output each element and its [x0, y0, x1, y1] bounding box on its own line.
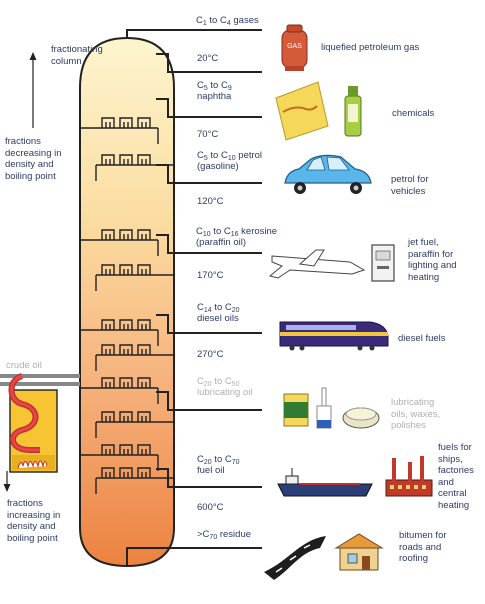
gas-cylinder-icon: GAS: [281, 24, 308, 71]
column-trays: [80, 117, 174, 494]
fraction-petrol: C5 to C10 petrol (gasoline): [197, 150, 263, 172]
road-icon: [264, 536, 326, 580]
fraction-naphtha: C5 to C9 naphtha: [197, 80, 232, 102]
car-icon: [284, 154, 372, 194]
bottom-side-label: fractions increasing in density and boil…: [7, 498, 61, 544]
svg-text:GAS: GAS: [287, 43, 302, 50]
fraction-gases: C1 to C4 gases: [196, 15, 259, 27]
tray: [80, 117, 159, 144]
outlet-pipe: [156, 164, 262, 184]
fractionating-column: [79, 36, 175, 568]
temp-170: 170°C: [197, 270, 224, 281]
factory-icon: [385, 456, 433, 497]
crude-oil-label: crude oil: [6, 360, 42, 371]
density-arrow-down: [3, 471, 11, 492]
temp-20: 20°C: [197, 53, 219, 64]
fraction-fuel-oil: C20 to C70 fuel oil: [197, 454, 240, 476]
tray: [95, 467, 174, 494]
tray: [80, 319, 159, 346]
fraction-lubricating: C20 to C50 lubricating oil: [197, 376, 253, 398]
tray: [80, 377, 159, 404]
fraction-diesel: C14 to C20 diesel oils: [197, 302, 240, 324]
temp-120: 120°C: [197, 196, 224, 207]
fraction-kerosine: C10 to C16 kerosine (paraffin oil): [196, 226, 278, 248]
tray: [95, 344, 174, 371]
temp-600: 600°C: [197, 502, 224, 513]
outlet-pipe: [156, 391, 262, 411]
outlet-pipe: [156, 468, 262, 488]
product-lpg: liquefied petroleum gas: [321, 42, 420, 53]
column-label: fractionating column: [51, 44, 103, 67]
temp-70: 70°C: [197, 129, 219, 140]
outlet-pipe: [156, 234, 262, 254]
furnace-icon: [8, 373, 58, 473]
tray: [95, 264, 174, 291]
density-arrow-up: [29, 52, 37, 128]
product-chemicals: chemicals: [392, 108, 435, 119]
oil-cans-icon: [283, 387, 380, 429]
chemical-bottles-icon: [275, 81, 362, 141]
top-pipe: [126, 29, 262, 38]
ship-icon: [277, 468, 373, 497]
train-icon: [279, 321, 389, 351]
paraffin-heater-icon: [371, 244, 395, 282]
outlet-pipes: [156, 53, 262, 488]
bottom-pipe: [126, 547, 262, 566]
outlet-pipe: [156, 314, 262, 334]
airplane-icon: [268, 249, 366, 279]
tray: [95, 411, 174, 438]
temp-270: 270°C: [197, 349, 224, 360]
outlet-pipe: [156, 98, 262, 118]
house-icon: [334, 533, 384, 571]
tray: [80, 229, 159, 256]
top-side-label: fractions decreasing in density and boil…: [5, 136, 62, 182]
product-diesel: diesel fuels: [398, 333, 446, 344]
outlet-pipe: [156, 53, 262, 73]
fraction-residue: >C70 residue: [197, 529, 252, 541]
